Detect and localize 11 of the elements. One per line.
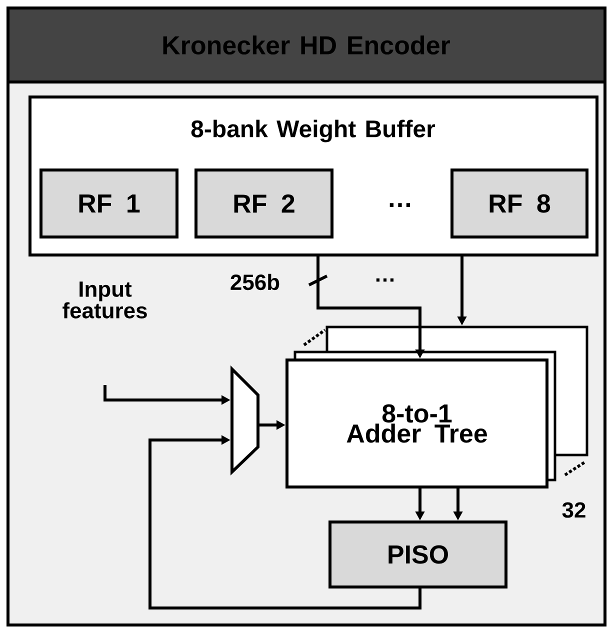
register-box: RF 2	[194, 168, 334, 238]
arrow	[148, 435, 422, 610]
edge-label: 256b	[230, 274, 280, 290]
adder-tree-box: 8-to-1 Adder Tree	[286, 358, 548, 488]
register-box: RF 1	[40, 168, 178, 238]
register-box: RF 8	[450, 168, 588, 238]
piso-box: PISO	[328, 520, 508, 588]
ellipsis: …	[376, 278, 394, 282]
copy-count: 32	[562, 502, 586, 518]
input-label: Input features	[62, 282, 147, 318]
ellipsis: …	[390, 203, 410, 207]
